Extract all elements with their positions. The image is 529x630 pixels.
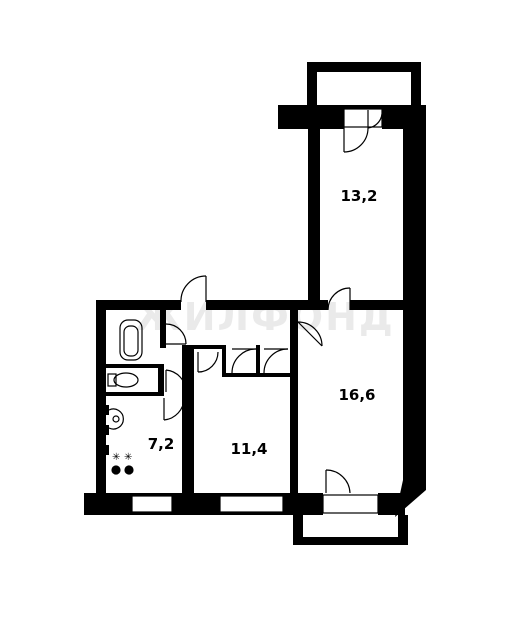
bathtub-icon: [119, 319, 143, 361]
stove-icon: ✳ ✳: [111, 452, 134, 475]
doors: [163, 110, 383, 494]
room-area-kitchen: 7,2: [148, 435, 175, 453]
toilet-icon: [107, 372, 139, 388]
walls: [84, 62, 426, 545]
sink-icon: [108, 408, 124, 430]
room-area-middle: 11,4: [230, 440, 267, 458]
room-area-north: 13,2: [340, 187, 377, 205]
windows: [131, 108, 383, 514]
fixtures: ✳ ✳: [107, 319, 143, 475]
svg-text:✳: ✳: [112, 452, 120, 463]
svg-text:✳: ✳: [124, 452, 132, 463]
room-labels: 13,2 16,6 11,4 7,2: [148, 187, 378, 458]
room-area-living: 16,6: [338, 386, 375, 404]
